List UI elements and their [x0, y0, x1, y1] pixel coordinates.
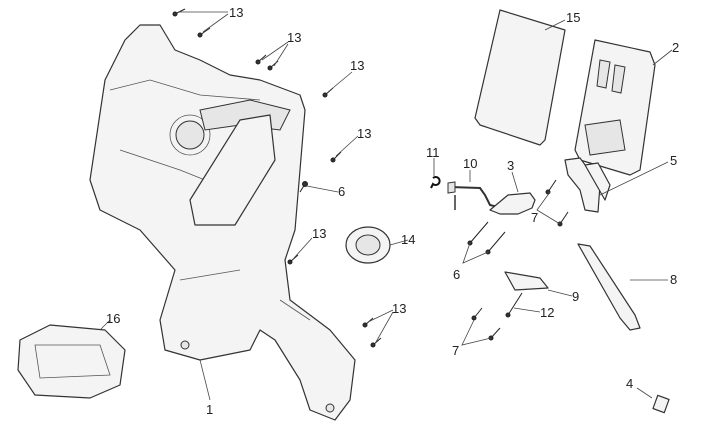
callout-3: 3: [507, 158, 514, 173]
callout-11: 11: [426, 145, 440, 160]
callout-5: 5: [670, 153, 677, 168]
screw-icon: [267, 60, 279, 71]
callout-13: 13: [392, 301, 406, 316]
callout-1: 1: [206, 402, 213, 417]
callout-6: 6: [453, 267, 460, 282]
part-5-bracket: [564, 157, 611, 213]
callout-15: 15: [566, 10, 580, 25]
screw-icon: [255, 54, 267, 65]
part-2-cover: [574, 39, 656, 176]
callout-12: 12: [540, 305, 554, 320]
part-1-inner-shield: [89, 24, 356, 421]
part-4-nut: [652, 394, 670, 414]
callout-4: 4: [626, 376, 633, 391]
callout-13: 13: [350, 58, 364, 73]
leader-lines: [99, 11, 673, 401]
callout-7: 7: [452, 343, 459, 358]
callout-labels: 13 13 13 13 6 13 14 13 16 1 15 2 11 10 3…: [106, 5, 679, 417]
callout-16: 16: [106, 311, 120, 326]
callout-13: 13: [229, 5, 243, 20]
screws: [172, 8, 569, 348]
callout-2: 2: [672, 40, 679, 55]
screw-icon: [330, 151, 342, 163]
part-8-strip: [577, 243, 641, 331]
callout-13: 13: [312, 226, 326, 241]
part-9-plate: [504, 271, 549, 291]
part-3-clip: [489, 192, 536, 215]
callout-9: 9: [572, 289, 579, 304]
callout-8: 8: [670, 272, 677, 287]
part-14-cap: [345, 226, 391, 264]
part-15-panel: [474, 9, 566, 146]
screw-icon: [362, 317, 374, 328]
part-11-spring: [430, 176, 441, 189]
callout-13: 13: [287, 30, 301, 45]
screw-icon: [467, 221, 489, 246]
screw-icon: [471, 307, 483, 321]
callout-10: 10: [463, 156, 477, 171]
screw-icon: [299, 181, 308, 193]
callout-13: 13: [357, 126, 371, 141]
callout-6: 6: [338, 184, 345, 199]
callout-7: 7: [531, 210, 538, 225]
screw-icon: [172, 8, 186, 17]
screw-icon: [287, 254, 299, 265]
screw-icon: [197, 27, 211, 38]
part-16-tray: [17, 324, 126, 399]
screw-icon: [545, 179, 557, 195]
screw-icon: [505, 292, 523, 318]
callout-14: 14: [401, 232, 415, 247]
screw-icon: [485, 231, 506, 255]
screw-icon: [370, 337, 382, 348]
